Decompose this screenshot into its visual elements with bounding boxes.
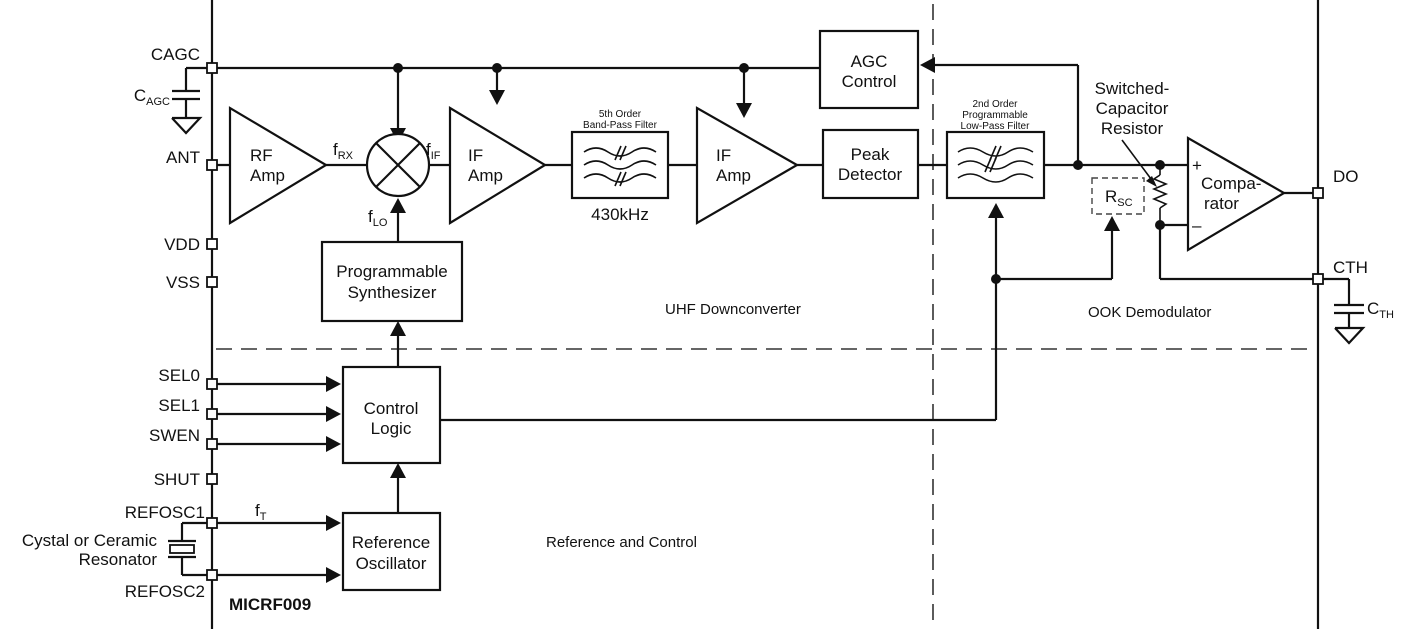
reference-oscillator: Reference Oscillator (341, 511, 442, 592)
svg-text:Amp: Amp (716, 166, 751, 185)
pin-swen-label: SWEN (149, 426, 200, 445)
svg-text:Peak: Peak (851, 145, 890, 164)
svg-text:IF: IF (468, 146, 483, 165)
svg-text:rator: rator (1204, 194, 1239, 213)
svg-text:Synthesizer: Synthesizer (348, 283, 437, 302)
programmable-synthesizer: Programmable Synthesizer (320, 240, 464, 323)
svg-text:RF: RF (250, 146, 273, 165)
if-amp-2: IF Amp (695, 106, 800, 225)
pin-shut-label: SHUT (154, 470, 200, 489)
control-logic: Control Logic (341, 365, 442, 465)
svg-text:Resistor: Resistor (1101, 119, 1164, 138)
cth-capacitor (1318, 277, 1366, 345)
low-pass-filter: 2nd Order Programmable Low-Pass Filter (945, 99, 1046, 200)
f-lo-label: fLO (368, 207, 388, 229)
cagc-capacitor-label: CAGC (134, 86, 170, 108)
pin-vss-label: VSS (166, 273, 200, 292)
rsc-switched-capacitor: RSC (1091, 177, 1145, 215)
control-wires (390, 203, 1120, 513)
svg-text:IF: IF (716, 146, 731, 165)
section-reference-and-control: Reference and Control (546, 534, 697, 551)
section-uhf-downconverter: UHF Downconverter (665, 301, 801, 318)
pin-do-label: DO (1333, 167, 1359, 186)
pin-refosc2-label: REFOSC2 (125, 582, 205, 601)
if-amp-1: IF Amp (448, 106, 548, 225)
svg-text:Programmable: Programmable (336, 262, 448, 281)
band-pass-filter: 5th Order Band-Pass Filter 430kHz (570, 109, 670, 224)
svg-text:Low-Pass Filter: Low-Pass Filter (961, 121, 1031, 132)
rf-amp: RF Amp (228, 106, 329, 225)
pin-ant-label: ANT (166, 148, 200, 167)
svg-text:Compa-: Compa- (1201, 174, 1261, 193)
svg-text:430kHz: 430kHz (591, 205, 649, 224)
comparator-minus: – (1192, 216, 1202, 235)
pin-sel0-label: SEL0 (158, 366, 200, 385)
f-if-label: fIF (426, 140, 441, 162)
cth-capacitor-label: CTH (1367, 299, 1394, 321)
svg-text:Logic: Logic (371, 419, 412, 438)
pin-refosc1-label: REFOSC1 (125, 503, 205, 522)
svg-text:2nd Order: 2nd Order (972, 99, 1018, 110)
svg-text:AGC: AGC (851, 52, 888, 71)
svg-text:Band-Pass Filter: Band-Pass Filter (583, 120, 658, 131)
agc-control: AGC Control (818, 29, 920, 110)
mixer (365, 132, 431, 198)
section-ook-demodulator: OOK Demodulator (1088, 304, 1211, 321)
svg-text:Reference: Reference (352, 533, 430, 552)
pin-vdd-label: VDD (164, 235, 200, 254)
svg-text:Control: Control (842, 72, 897, 91)
svg-text:RSC: RSC (1105, 187, 1133, 209)
svg-text:Amp: Amp (468, 166, 503, 185)
pin-cth-label: CTH (1333, 258, 1368, 277)
crystal-label-line1: Cystal or Ceramic (22, 531, 158, 550)
svg-text:5th Order: 5th Order (599, 109, 642, 120)
svg-text:Amp: Amp (250, 166, 285, 185)
junction-dots (393, 63, 1165, 284)
peak-detector: Peak Detector (821, 128, 920, 200)
svg-text:Capacitor: Capacitor (1096, 99, 1169, 118)
part-number-label: MICRF009 (229, 595, 311, 614)
comparator: Compa- rator + – (1186, 136, 1287, 252)
pin-squares (206, 62, 1324, 581)
svg-text:Programmable: Programmable (962, 110, 1028, 121)
crystal-resonator (168, 521, 212, 577)
svg-text:Switched-: Switched- (1095, 79, 1170, 98)
svg-text:Oscillator: Oscillator (356, 554, 427, 573)
comparator-plus: + (1192, 156, 1202, 175)
switched-capacitor-label: Switched- Capacitor Resistor (1095, 79, 1170, 138)
f-rx-label: fRX (333, 140, 354, 162)
cagc-capacitor (171, 66, 212, 135)
input-pin-wires (212, 376, 341, 583)
pin-sel1-label: SEL1 (158, 396, 200, 415)
pin-cagc-label: CAGC (151, 45, 200, 64)
svg-text:Detector: Detector (838, 165, 903, 184)
crystal-label-line2: Resonator (79, 550, 158, 569)
svg-text:Control: Control (364, 399, 419, 418)
f-t-label: fT (255, 501, 267, 523)
